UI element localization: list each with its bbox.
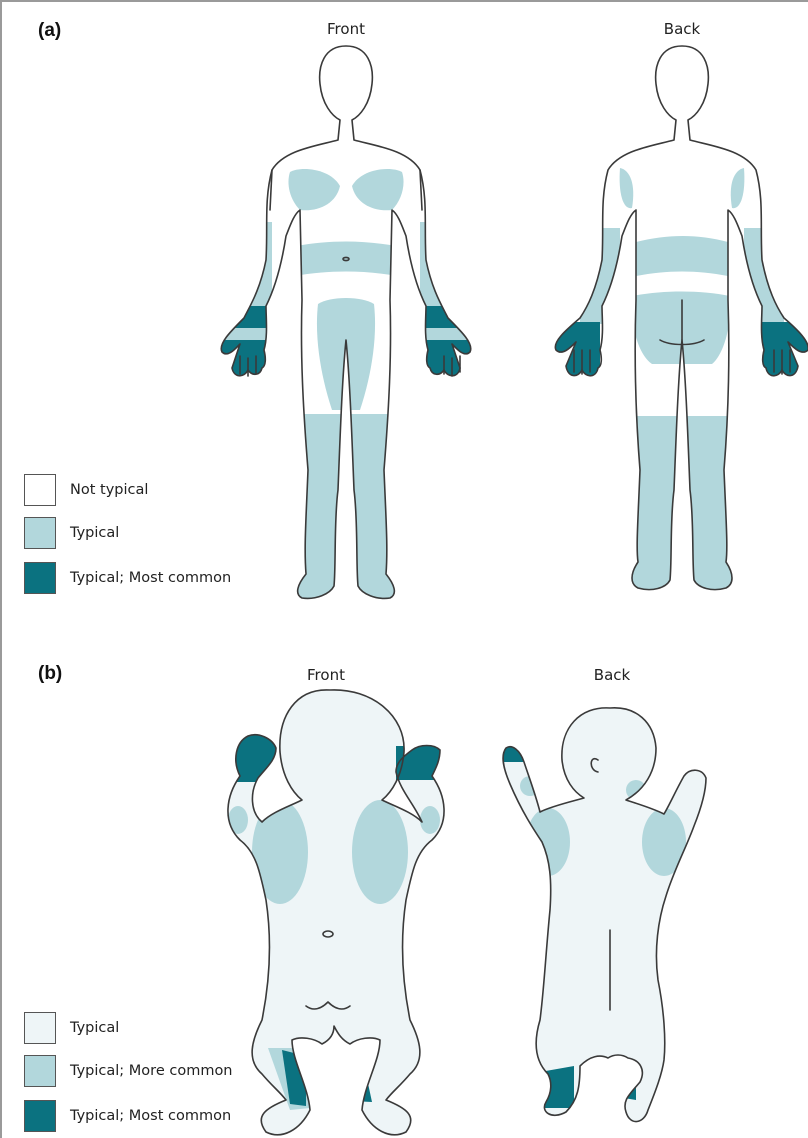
legend-a-swatch-not-typical	[24, 474, 56, 506]
legend-b-typical: Typical	[24, 1012, 119, 1044]
adult-front-figure	[221, 46, 474, 614]
legend-b-more-common: Typical; More common	[24, 1055, 233, 1087]
legend-a-label-most-common: Typical; Most common	[70, 570, 231, 586]
adult-back-figure	[550, 46, 808, 606]
legend-a-label-not-typical: Not typical	[70, 482, 148, 498]
baby-front-figure	[228, 690, 444, 1135]
legend-a-swatch-most-common	[24, 562, 56, 594]
legend-b-label-typical: Typical	[70, 1020, 119, 1036]
legend-a-swatch-typical	[24, 517, 56, 549]
legend-b-swatch-typical	[24, 1012, 56, 1044]
legend-a-not-typical: Not typical	[24, 474, 148, 506]
legend-b-swatch-most-common	[24, 1100, 56, 1132]
legend-b-label-most-common: Typical; Most common	[70, 1108, 231, 1124]
legend-a-most-common: Typical; Most common	[24, 562, 231, 594]
legend-b-label-more-common: Typical; More common	[70, 1063, 233, 1079]
baby-back-figure	[500, 708, 706, 1122]
legend-a-typical: Typical	[24, 517, 119, 549]
legend-a-label-typical: Typical	[70, 525, 119, 541]
legend-b-swatch-more-common	[24, 1055, 56, 1087]
legend-b-most-common: Typical; Most common	[24, 1100, 231, 1132]
